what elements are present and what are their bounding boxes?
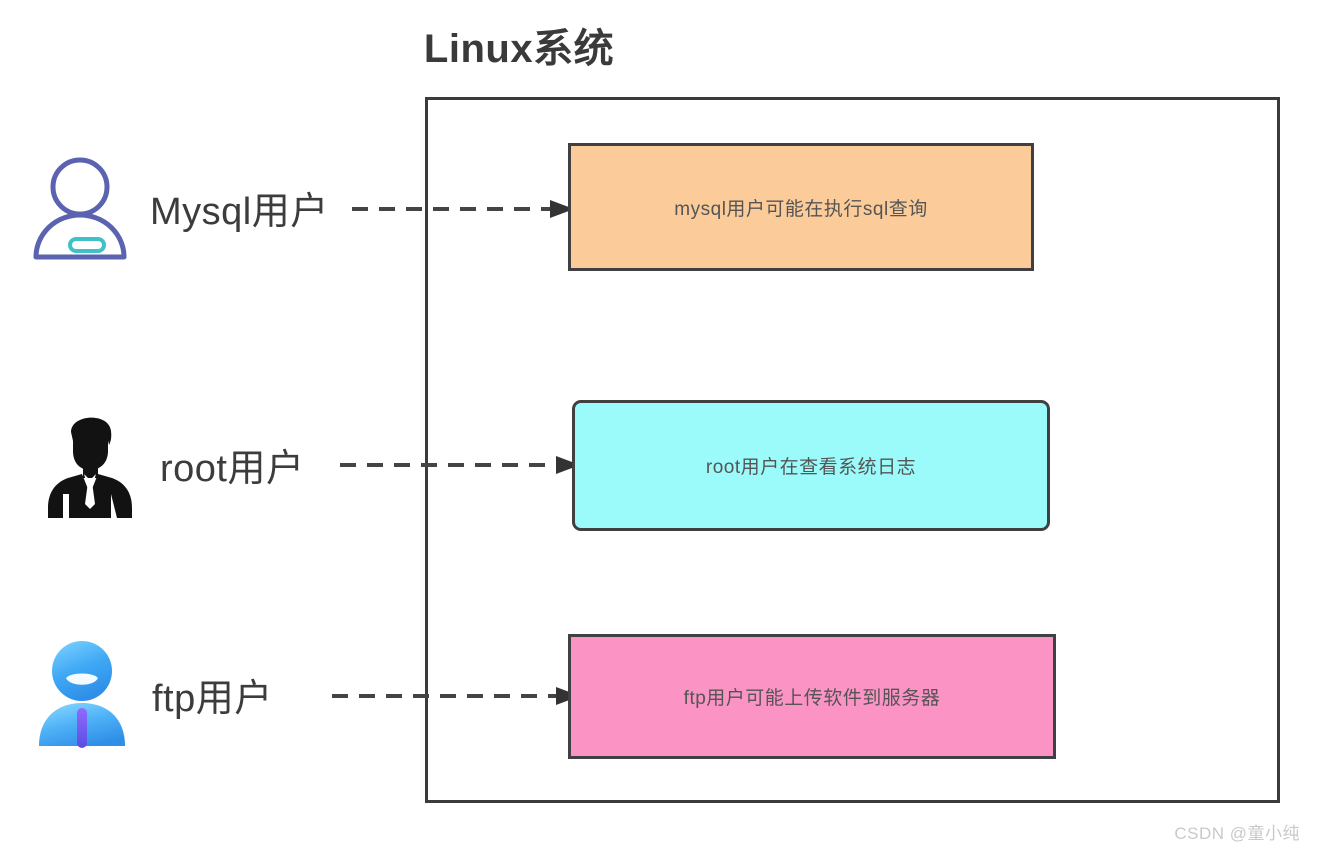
process-box-ftp-text: ftp用户可能上传软件到服务器	[683, 688, 941, 709]
process-box-root-text: root用户在查看系统日志	[705, 457, 917, 478]
linux-system-container	[425, 97, 1280, 803]
user-outline-icon	[33, 157, 127, 260]
user-label-ftp: ftp用户	[152, 677, 273, 720]
process-box-mysql-text: mysql用户可能在执行sql查询	[674, 198, 928, 220]
user-row-ftp: ftp用户	[30, 634, 273, 754]
user-row-mysql: Mysql用户	[28, 147, 329, 267]
process-box-mysql: mysql用户可能在执行sql查询	[568, 143, 1034, 271]
user-label-root: root用户	[160, 447, 305, 490]
process-box-ftp: ftp用户可能上传软件到服务器	[568, 634, 1056, 759]
user-label-mysql: Mysql用户	[150, 190, 329, 233]
user-row-root: root用户	[38, 404, 304, 524]
user-avatar-blue-icon	[39, 641, 125, 748]
businessman-silhouette-icon	[48, 417, 132, 518]
dashed-arrow-root	[340, 456, 580, 474]
csdn-watermark: CSDN @童小纯	[1174, 824, 1300, 843]
dashed-arrow-mysql	[352, 200, 574, 218]
process-box-root: root用户在查看系统日志	[572, 400, 1050, 531]
dashed-arrow-ftp	[332, 687, 580, 705]
page-title: Linux系统	[423, 27, 615, 71]
